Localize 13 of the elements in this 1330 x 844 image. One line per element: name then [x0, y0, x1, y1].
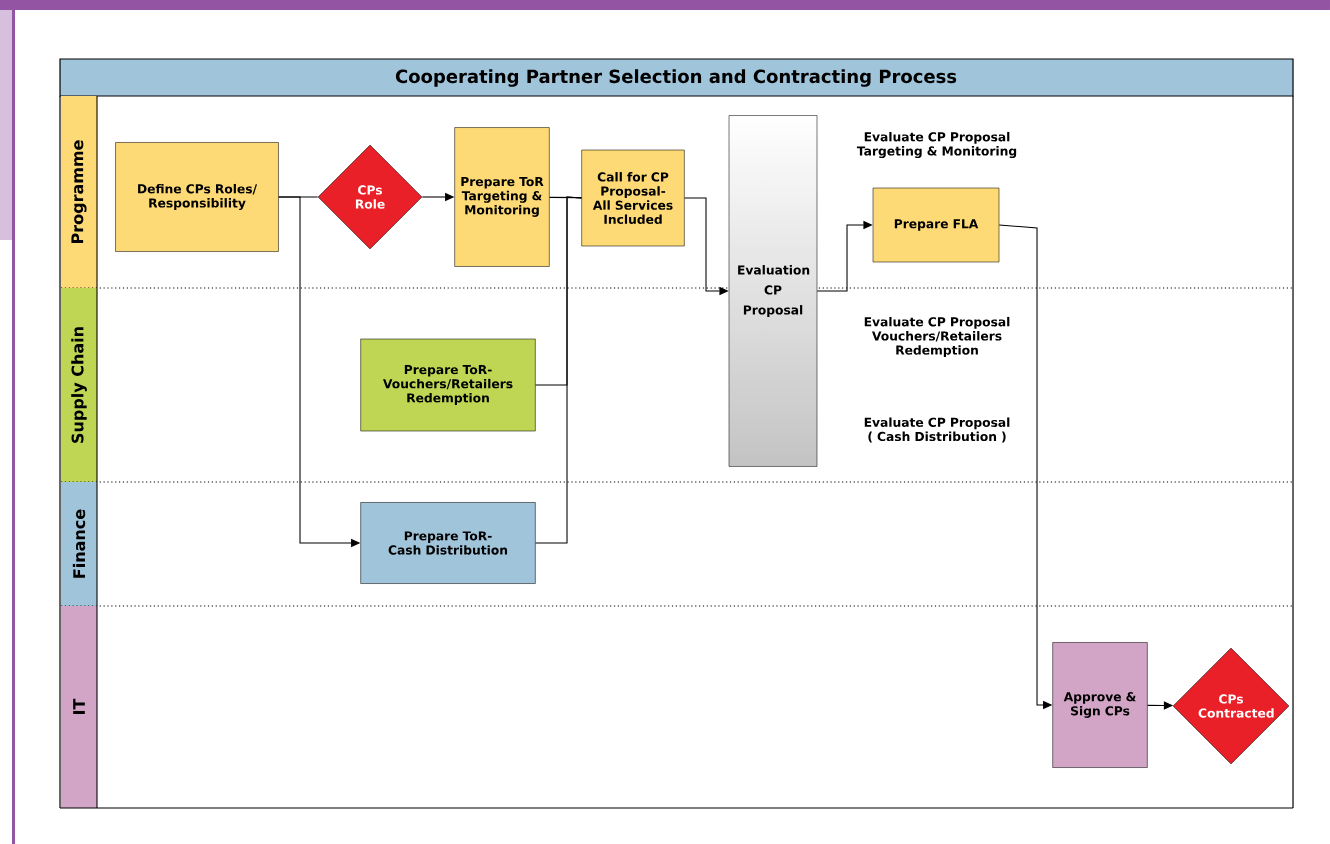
process-box: Define CPs Roles/ Responsibility — [115, 142, 279, 252]
note-text: Evaluate CP Proposal Vouchers/Retailers Redemption — [864, 316, 1010, 358]
title-band: Cooperating Partner Selection and Contracting Process — [59, 58, 1294, 97]
process-box: Approve & Sign CPs — [1052, 642, 1148, 768]
connector — [535, 196, 582, 544]
process-box: Call for CP Proposal- All Services Included — [581, 149, 685, 247]
process-bar: Evaluation CP Proposal — [728, 115, 818, 467]
process-box: Prepare ToR- Vouchers/Retailers Redemption — [360, 338, 536, 432]
note-text: Evaluate CP Proposal ( Cash Distribution ) — [864, 417, 1010, 443]
process-box: Prepare ToR-Cash Distribution — [360, 502, 536, 584]
note-text: Evaluate CP Proposal Targeting & Monitoring — [856, 131, 1017, 159]
process-box: Prepare ToR Targeting & Monitoring — [454, 127, 550, 267]
process-box: Prepare FLA — [872, 187, 1000, 263]
